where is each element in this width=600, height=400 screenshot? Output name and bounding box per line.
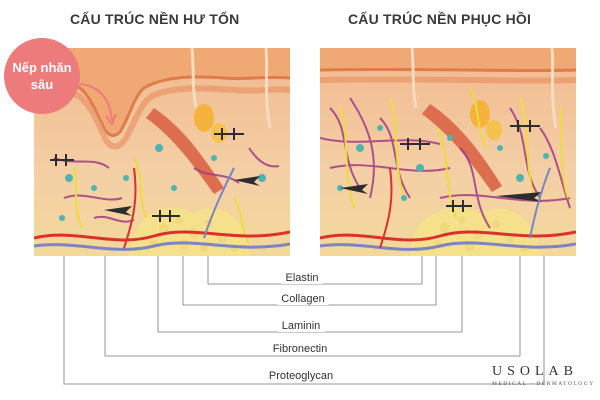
brand-tagline: MEDICAL · DERMATOLOGY: [492, 381, 595, 387]
vein: [34, 241, 290, 251]
title-restored-structure: CẤU TRÚC NỀN PHỤC HỒI: [348, 11, 532, 27]
artery: [34, 230, 290, 242]
epidermis: [320, 48, 576, 71]
vein: [320, 241, 576, 251]
brand-logo: USOLAB MEDICAL · DERMATOLOGY: [492, 364, 595, 387]
label-proteoglycan: Proteoglycan: [264, 370, 338, 382]
title-damaged-structure: CẤU TRÚC NỀN HƯ TỔN: [70, 11, 240, 27]
callout-line-2: sâu: [30, 77, 54, 92]
connector-fibronectin: [104, 215, 521, 357]
artery: [320, 230, 576, 242]
connector-proteoglycan: [63, 240, 545, 385]
callout-line-1: Nếp nhăn: [12, 60, 72, 75]
restored-skin-panel: [320, 48, 576, 256]
label-fibronectin: Fibronectin: [268, 343, 332, 355]
brand-name: USOLAB: [492, 364, 579, 379]
connector-laminin: [157, 212, 463, 333]
label-collagen: Collagen: [277, 293, 329, 305]
muscle: [422, 104, 502, 192]
deep-wrinkle-callout: Nếp nhăn sâu: [4, 38, 80, 114]
label-elastin: Elastin: [281, 272, 323, 284]
label-laminin: Laminin: [277, 320, 325, 332]
